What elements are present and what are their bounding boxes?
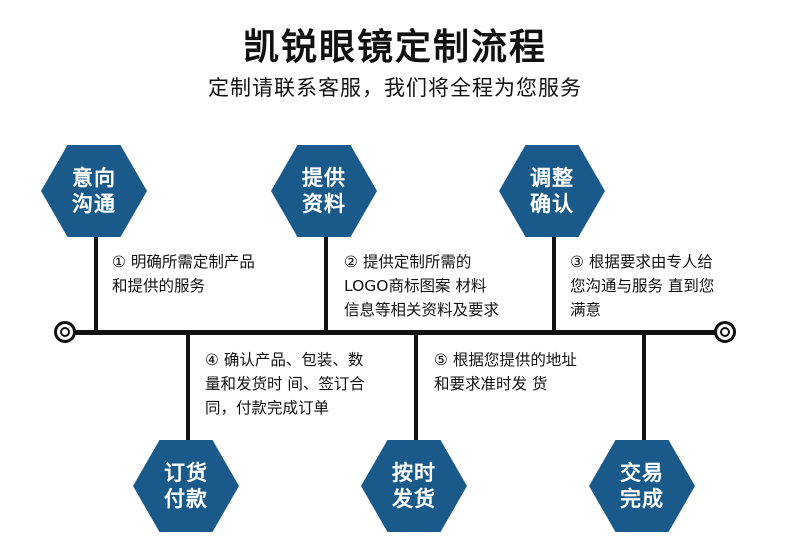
step-description-2: ② 提供定制所需的 LOGO商标图案 材料 信息等相关资料及要求 bbox=[344, 253, 500, 320]
step-node-1[interactable]: 意向 沟通 bbox=[41, 145, 147, 237]
step-node-6[interactable]: 交易 完成 bbox=[589, 440, 695, 532]
step-description-4: ④ 确认产品、包装、数 量和发货时 间、签订合 同，付款完成订单 bbox=[205, 351, 365, 418]
step-node-6-label: 交易 完成 bbox=[620, 460, 664, 511]
step-node-3-label: 调整 确认 bbox=[530, 165, 574, 216]
step-description-3: ③ 根据要求由专人给 您沟通与服务 直到您 满意 bbox=[570, 253, 715, 320]
stem-step-5 bbox=[414, 332, 418, 442]
stem-step-2 bbox=[324, 230, 328, 332]
page-subtitle: 定制请联系客服，我们将全程为您服务 bbox=[208, 76, 582, 100]
timeline-endcap-right bbox=[714, 321, 736, 343]
step-node-4-label: 订货 付款 bbox=[164, 460, 208, 511]
step-node-5[interactable]: 按时 发货 bbox=[361, 440, 467, 532]
timeline-endcap-left bbox=[54, 321, 76, 343]
step-node-4[interactable]: 订货 付款 bbox=[133, 440, 239, 532]
stem-step-3 bbox=[552, 230, 556, 332]
stem-step-4 bbox=[186, 332, 190, 442]
step-node-5-label: 按时 发货 bbox=[392, 460, 436, 511]
step-node-1-label: 意向 沟通 bbox=[72, 165, 116, 216]
step-description-1: ① 明确所需定制产品 和提供的服务 bbox=[112, 253, 255, 296]
page-title: 凯锐眼镜定制流程 bbox=[242, 27, 547, 68]
timeline-axis bbox=[62, 330, 732, 335]
step-description-5: ⑤ 根据您提供的地址 和要求准时发 货 bbox=[434, 351, 577, 394]
stem-step-1 bbox=[94, 230, 98, 332]
stem-step-6 bbox=[642, 332, 646, 442]
step-node-3[interactable]: 调整 确认 bbox=[499, 145, 605, 237]
step-node-2-label: 提供 资料 bbox=[302, 165, 346, 216]
step-node-2[interactable]: 提供 资料 bbox=[271, 145, 377, 237]
